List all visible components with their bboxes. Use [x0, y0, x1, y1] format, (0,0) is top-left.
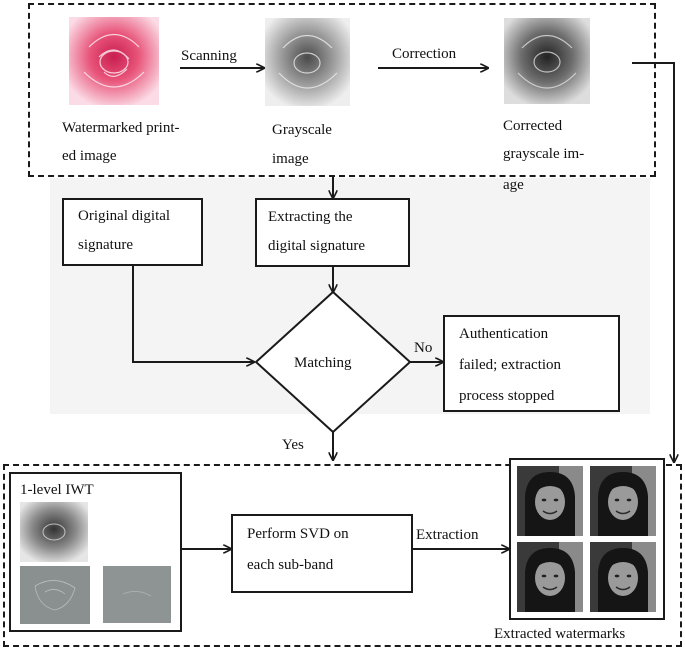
corrected-to-bottom-arrow: [632, 62, 674, 462]
bottom-dashed-group: [3, 464, 682, 647]
iwt-approximation-subband-image: [20, 502, 88, 562]
matching-decision-diamond: [254, 290, 412, 434]
correction-label: Correction: [392, 46, 457, 62]
extraction-label: Extraction: [416, 527, 479, 543]
matching-label: Matching: [294, 355, 352, 371]
iwt-label: 1-level IWT: [20, 482, 94, 498]
extracted-watermark-face-4: [590, 542, 656, 612]
failed-line-1: Authentication: [459, 326, 549, 342]
grayscale-label-line-2: image: [272, 151, 309, 167]
grayscale-label-line-1: Grayscale: [272, 122, 332, 138]
top-dashed-group: [28, 3, 656, 177]
yes-label: Yes: [282, 437, 304, 453]
authentication-failed-box: [443, 315, 620, 412]
watermark-grid: [517, 466, 659, 614]
pink-rose-image: [69, 17, 159, 105]
corrected-label-line-2: grayscale im-: [503, 146, 585, 162]
grayscale-rose-image: [265, 18, 350, 106]
failed-line-3: process stopped: [459, 388, 555, 404]
extracted-watermark-face-2: [590, 466, 656, 536]
extracted-watermarks-caption: Extracted watermarks: [494, 626, 626, 642]
iwt-detail-subband-image-1: [20, 566, 90, 624]
scanning-label: Scanning: [181, 48, 237, 64]
extracting-line-1: Extracting the: [268, 209, 353, 225]
failed-line-2: failed; extraction: [459, 357, 562, 373]
iwt-detail-subband-image-2: [103, 566, 171, 623]
watermarked-label-line-1: Watermarked print-: [62, 120, 180, 136]
original-signature-box: [62, 198, 203, 266]
original-to-matching-arrow: [132, 266, 254, 362]
extracting-signature-box: [255, 198, 410, 267]
extracting-line-2: digital signature: [268, 238, 366, 254]
watermarked-label-line-2: ed image: [62, 148, 117, 164]
corrected-label-line-1: Corrected: [503, 118, 563, 134]
original-signature-line-2: signature: [78, 237, 133, 253]
svd-line-1: Perform SVD on: [247, 526, 349, 542]
svd-line-2: each sub-band: [247, 557, 334, 573]
corrected-grayscale-rose-image: [504, 18, 590, 104]
original-signature-line-1: Original digital: [78, 208, 171, 224]
no-label: No: [414, 340, 433, 356]
corrected-label-line-3: age: [503, 177, 524, 193]
extracted-watermark-face-3: [517, 542, 583, 612]
extracted-watermark-face-1: [517, 466, 583, 536]
svd-box: [231, 514, 413, 593]
